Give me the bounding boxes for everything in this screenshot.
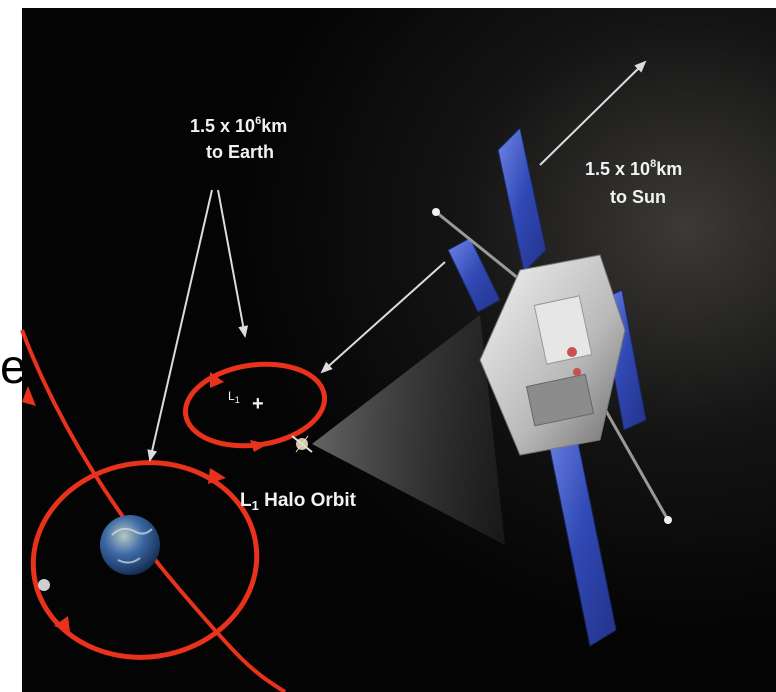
transfer-trajectory xyxy=(20,329,287,692)
view-cone xyxy=(312,315,505,545)
earth-orbit-group xyxy=(30,460,260,660)
arrow-to-sun xyxy=(539,60,647,166)
trajectory-arrow-icon xyxy=(22,386,36,406)
sun-distance-label-line2: to Sun xyxy=(610,187,666,207)
soho-spacecraft xyxy=(432,126,672,647)
moon xyxy=(38,579,50,591)
earth-globe xyxy=(100,515,160,575)
space-background xyxy=(22,8,776,692)
l1-cross-marker: + xyxy=(252,393,264,415)
l1-point-label: L1 xyxy=(228,389,240,405)
solar-panel-left xyxy=(447,237,501,313)
solar-panel-upper xyxy=(497,126,547,274)
halo-orbit-arrow-icon xyxy=(210,372,224,388)
earth-orbit-arrow-icon xyxy=(54,616,70,632)
halo-orbit-group xyxy=(182,361,328,452)
earth-distance-label-line2: to Earth xyxy=(206,142,274,162)
arrow-to-halo xyxy=(217,189,249,338)
sun-distance-label: 1.5 x 108km xyxy=(585,158,682,179)
earth-cloud-swirl xyxy=(111,527,153,564)
arrow-to-earth-orbit xyxy=(147,189,213,462)
halo-orbit-label: L1 Halo Orbit xyxy=(240,490,357,513)
earth-distance-label: 1.5 x 106km xyxy=(190,115,287,136)
small-spacecraft-icon xyxy=(291,435,313,453)
earth-orbit xyxy=(30,460,260,660)
arrow-spacecraft-to-halo xyxy=(320,261,446,374)
halo-orbit-arrow-icon xyxy=(250,440,268,452)
earth-orbit-arrow-icon xyxy=(208,468,226,484)
